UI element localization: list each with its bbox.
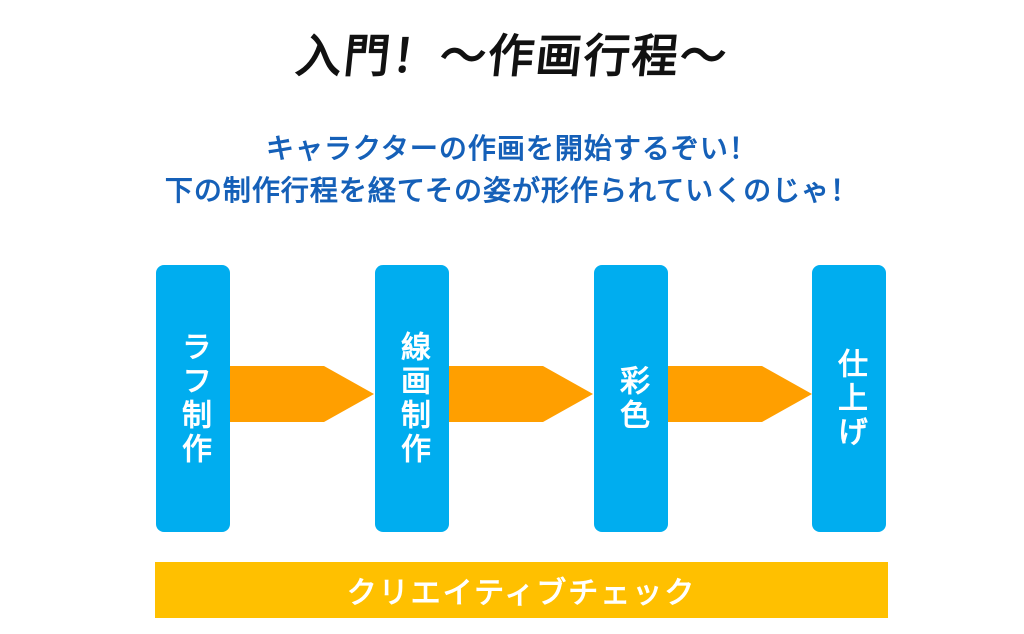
step-coloring: 彩色 <box>594 265 668 532</box>
page-title: 入門！～作画行程～ <box>293 29 731 83</box>
step-label: 仕上げ <box>832 347 867 450</box>
step-finishing: 仕上げ <box>812 265 886 532</box>
flow-arrow-1 <box>228 366 374 422</box>
creative-check-label: クリエイティブチェック <box>346 576 697 611</box>
step-label: ラフ制作 <box>176 330 211 467</box>
step-label: 彩色 <box>614 364 649 433</box>
flow-arrow-3 <box>666 366 812 422</box>
intro-line-2: 下の制作行程を経てその姿が形作られていくのじゃ！ <box>164 174 860 207</box>
step-label: 線画制作 <box>395 330 430 467</box>
step-line-art: 線画制作 <box>375 265 449 532</box>
step-rough: ラフ制作 <box>156 265 230 532</box>
creative-check-bar: クリエイティブチェック <box>155 562 888 618</box>
flow-arrow-2 <box>447 366 593 422</box>
intro-line-1: キャラクターの作画を開始するぞい！ <box>266 132 758 165</box>
